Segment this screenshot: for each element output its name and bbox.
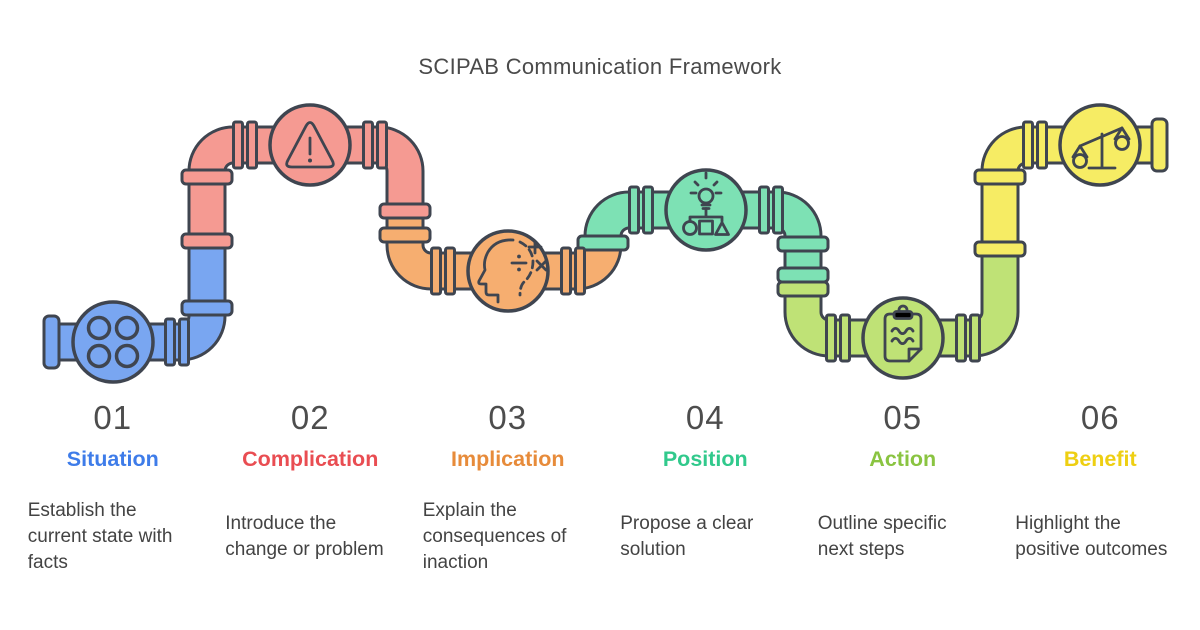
warning-icon (285, 121, 335, 169)
thinking-head-icon (477, 238, 548, 304)
step-column-implication: 03 Implication Explain the consequences … (409, 398, 607, 588)
benefit-node (1058, 103, 1142, 187)
step-number: 05 (883, 399, 923, 436)
step-description: Explain the consequences of inaction (422, 500, 567, 573)
step-description: Introduce the change or problem (225, 513, 384, 560)
implication-node (466, 229, 550, 313)
steps-row: 01 Situation Establish the current state… (14, 398, 1199, 588)
step-column-complication: 02 Complication Introduce the change or … (212, 398, 410, 588)
step-description: Propose a clear solution (620, 513, 754, 560)
step-number: 06 (1080, 399, 1120, 436)
step-label: Position (662, 447, 748, 471)
step-label: Benefit (1063, 447, 1137, 471)
action-node (861, 296, 945, 380)
page-title: SCIPAB Communication Framework (418, 54, 782, 79)
complication-node (268, 103, 352, 187)
step-label: Implication (451, 447, 565, 471)
pipeline-illustration (42, 103, 1169, 384)
situation-node (71, 300, 155, 384)
scales-icon (1071, 126, 1131, 170)
pipe-couplings (164, 120, 1048, 367)
idea-flowchart-icon (682, 171, 730, 236)
valve-icon (86, 315, 140, 369)
step-number: 04 (685, 399, 725, 436)
step-number: 01 (93, 399, 133, 436)
step-column-situation: 01 Situation Establish the current state… (14, 398, 212, 588)
step-label: Action (869, 447, 937, 471)
pipe-end-flange (1150, 117, 1169, 173)
step-column-action: 05 Action Outline specific next steps (804, 398, 1002, 588)
step-description: Highlight the positive outcomes (1015, 513, 1168, 560)
step-description: Outline specific next steps (817, 513, 947, 560)
step-number: 02 (290, 399, 330, 436)
pipe-start-flange (42, 314, 61, 370)
step-label: Situation (66, 447, 159, 471)
position-node (664, 168, 748, 252)
step-number: 03 (488, 399, 528, 436)
step-label: Complication (242, 447, 379, 471)
step-description: Establish the current state with facts (27, 500, 173, 573)
step-column-benefit: 06 Benefit Highlight the positive outcom… (1002, 398, 1200, 588)
clipboard-icon (883, 304, 923, 363)
step-column-position: 04 Position Propose a clear solution (607, 398, 805, 588)
